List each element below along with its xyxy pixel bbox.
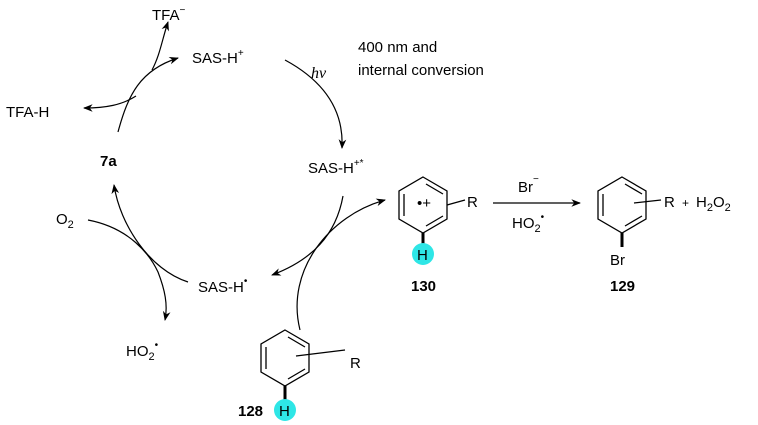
h-atom-130: H	[417, 247, 428, 264]
hydrogen-highlight	[412, 243, 434, 265]
excitation-note-line2: internal conversion	[358, 62, 484, 79]
radical-cation-130: •+	[417, 195, 431, 212]
sas-h-plus-label: SAS-H+	[192, 48, 244, 67]
compound-7a-label: 7a	[100, 153, 117, 170]
r-group-128: R	[350, 355, 361, 372]
branch-arrow-tfa-h	[83, 95, 137, 112]
branch-arrow-128-to-130	[296, 198, 386, 331]
reagent-ho2: HO2•	[512, 212, 545, 235]
br-atom-129: Br	[610, 252, 625, 269]
branch-arrow-tfa-anion	[151, 21, 169, 71]
h-atom-128: H	[279, 403, 290, 420]
compound-128-label: 128	[238, 403, 263, 420]
sas-h-excited-label: SAS-H+*	[308, 158, 364, 177]
plus-sign: +	[682, 196, 689, 210]
hydrogen-highlight	[274, 399, 296, 421]
cycle-arrow-set	[271, 195, 344, 276]
compound-130-label: 130	[411, 278, 436, 295]
branch-arrow-o2	[87, 219, 171, 321]
structure-128	[260, 329, 346, 421]
r-group-130: R	[467, 194, 478, 211]
ho2-radical-label: HO2•	[126, 340, 159, 363]
r-group-129: R	[664, 194, 675, 211]
tfa-anion-label: TFA−	[152, 5, 186, 24]
cycle-arrow-excitation	[284, 59, 347, 149]
tfa-h-label: TFA-H	[6, 104, 49, 121]
cycle-arrow-regeneration	[111, 184, 189, 283]
h2o2-label: H2O2	[696, 194, 731, 214]
reagent-bromide: Br−	[518, 174, 539, 196]
compound-129-label: 129	[610, 278, 635, 295]
sas-h-radical-label: SAS-H•	[198, 276, 248, 296]
structure-130	[398, 176, 466, 265]
structure-129	[597, 176, 662, 247]
hv-label: hν	[311, 65, 327, 82]
o2-label: O2	[56, 211, 74, 231]
cycle-arrow-7a-to-sash	[117, 56, 179, 133]
excitation-note-line1: 400 nm and	[358, 39, 437, 56]
